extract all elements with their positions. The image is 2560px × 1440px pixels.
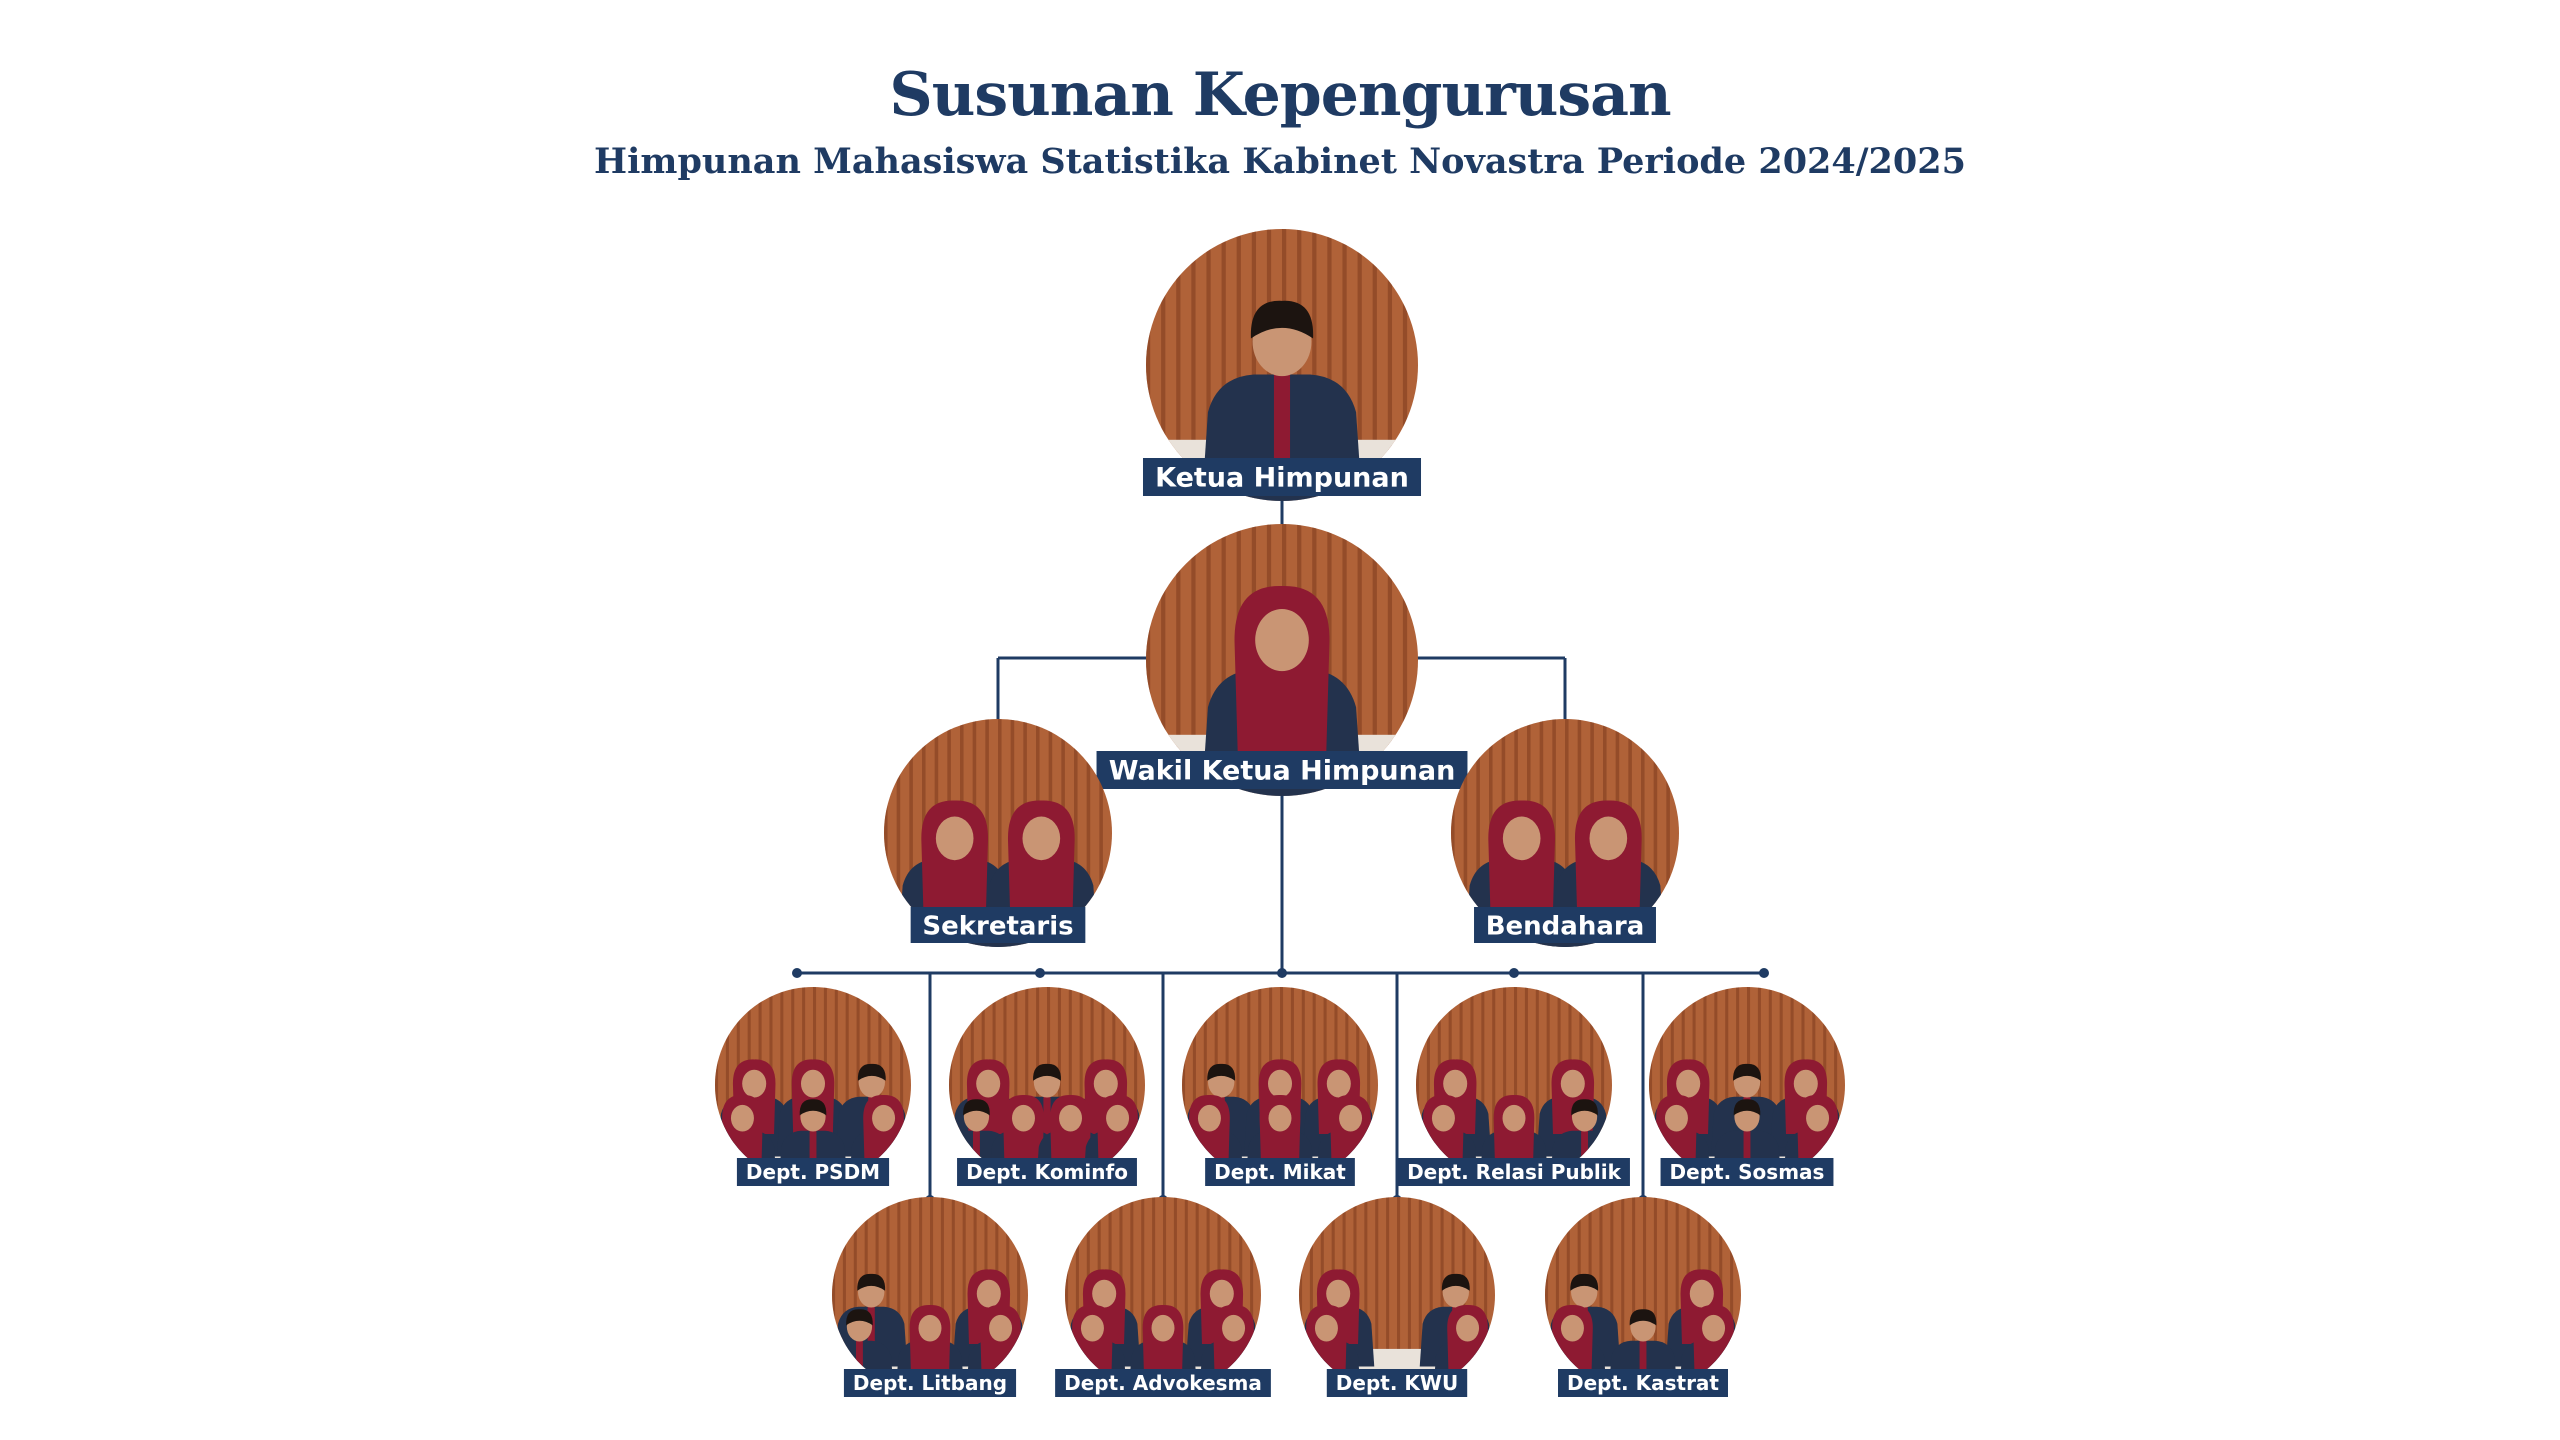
photo-psdm xyxy=(715,987,911,1183)
position-label: Dept. Kominfo xyxy=(966,1160,1128,1184)
page-title: Susunan Kepengurusan xyxy=(889,60,1671,130)
label-plate xyxy=(843,1369,1017,1397)
page-subtitle: Himpunan Mahasiswa Statistika Kabinet No… xyxy=(594,141,1966,182)
photo-bendahara xyxy=(1451,719,1679,947)
position-label: Dept. Sosmas xyxy=(1670,1160,1825,1184)
position-label: Dept. Relasi Publik xyxy=(1407,1160,1622,1184)
label-plate xyxy=(736,1158,890,1186)
label-plate xyxy=(957,1158,1137,1186)
label-psdm: Dept. PSDM xyxy=(736,1158,890,1186)
label-litbang: Dept. Litbang xyxy=(843,1369,1017,1397)
position-label: Ketua Himpunan xyxy=(1155,463,1409,494)
position-label: Dept. KWU xyxy=(1336,1371,1458,1395)
connector-dot xyxy=(1035,968,1045,978)
node-wakil: Wakil Ketua Himpunan xyxy=(1096,524,1468,796)
photo-kominfo xyxy=(949,987,1145,1183)
photo-kastrat xyxy=(1545,1197,1741,1393)
node-sosmas: Dept. Sosmas xyxy=(1649,987,1845,1186)
position-label: Sekretaris xyxy=(922,911,1073,941)
label-ketua: Ketua Himpunan xyxy=(1142,458,1422,496)
node-kastrat: Dept. Kastrat xyxy=(1545,1197,1741,1397)
label-kwu: Dept. KWU xyxy=(1326,1369,1468,1397)
position-label: Dept. Kastrat xyxy=(1567,1371,1719,1395)
photo-kwu xyxy=(1299,1197,1495,1393)
position-label: Wakil Ketua Himpunan xyxy=(1109,756,1456,787)
photo-sosmas xyxy=(1649,987,1845,1183)
position-label: Dept. PSDM xyxy=(746,1160,880,1184)
label-plate xyxy=(1558,1369,1728,1397)
label-mikat: Dept. Mikat xyxy=(1205,1158,1355,1186)
position-label: Dept. Mikat xyxy=(1214,1160,1346,1184)
node-ketua: Ketua Himpunan xyxy=(1142,229,1422,501)
position-label: Dept. Advokesma xyxy=(1064,1371,1262,1395)
label-sosmas: Dept. Sosmas xyxy=(1660,1158,1834,1186)
node-kwu: Dept. KWU xyxy=(1299,1197,1495,1397)
photo-relasi xyxy=(1416,987,1612,1183)
label-wakil: Wakil Ketua Himpunan xyxy=(1096,751,1468,789)
label-plate xyxy=(910,907,1086,943)
photo-wakil xyxy=(1146,524,1418,796)
node-relasi: Dept. Relasi Publik xyxy=(1398,987,1630,1186)
node-litbang: Dept. Litbang xyxy=(832,1197,1028,1397)
position-label: Bendahara xyxy=(1486,911,1645,941)
node-psdm: Dept. PSDM xyxy=(715,987,911,1186)
connector-dot xyxy=(1277,968,1287,978)
label-kastrat: Dept. Kastrat xyxy=(1558,1369,1728,1397)
connector-dot xyxy=(1509,968,1519,978)
position-label: Dept. Litbang xyxy=(853,1371,1007,1395)
photo-ketua xyxy=(1146,229,1418,501)
label-sekretaris: Sekretaris xyxy=(910,907,1086,943)
photo-sekretaris xyxy=(884,719,1112,947)
label-plate xyxy=(1142,458,1422,496)
label-plate xyxy=(1205,1158,1355,1186)
node-sekretaris: Sekretaris xyxy=(884,719,1112,947)
label-relasi: Dept. Relasi Publik xyxy=(1398,1158,1630,1186)
connector-dot xyxy=(1759,968,1769,978)
photo-advokesma xyxy=(1065,1197,1261,1393)
label-advokesma: Dept. Advokesma xyxy=(1055,1369,1271,1397)
photo-litbang xyxy=(832,1197,1028,1393)
label-plate xyxy=(1326,1369,1468,1397)
connector-dot xyxy=(792,968,802,978)
node-kominfo: Dept. Kominfo xyxy=(949,987,1145,1186)
node-bendahara: Bendahara xyxy=(1451,719,1679,947)
label-bendahara: Bendahara xyxy=(1474,907,1656,943)
label-plate xyxy=(1055,1369,1271,1397)
label-plate xyxy=(1660,1158,1834,1186)
label-plate xyxy=(1474,907,1656,943)
photo-mikat xyxy=(1182,987,1378,1183)
node-mikat: Dept. Mikat xyxy=(1182,987,1378,1186)
label-plate xyxy=(1398,1158,1630,1186)
label-kominfo: Dept. Kominfo xyxy=(957,1158,1137,1186)
label-plate xyxy=(1096,751,1468,789)
node-advokesma: Dept. Advokesma xyxy=(1055,1197,1271,1397)
